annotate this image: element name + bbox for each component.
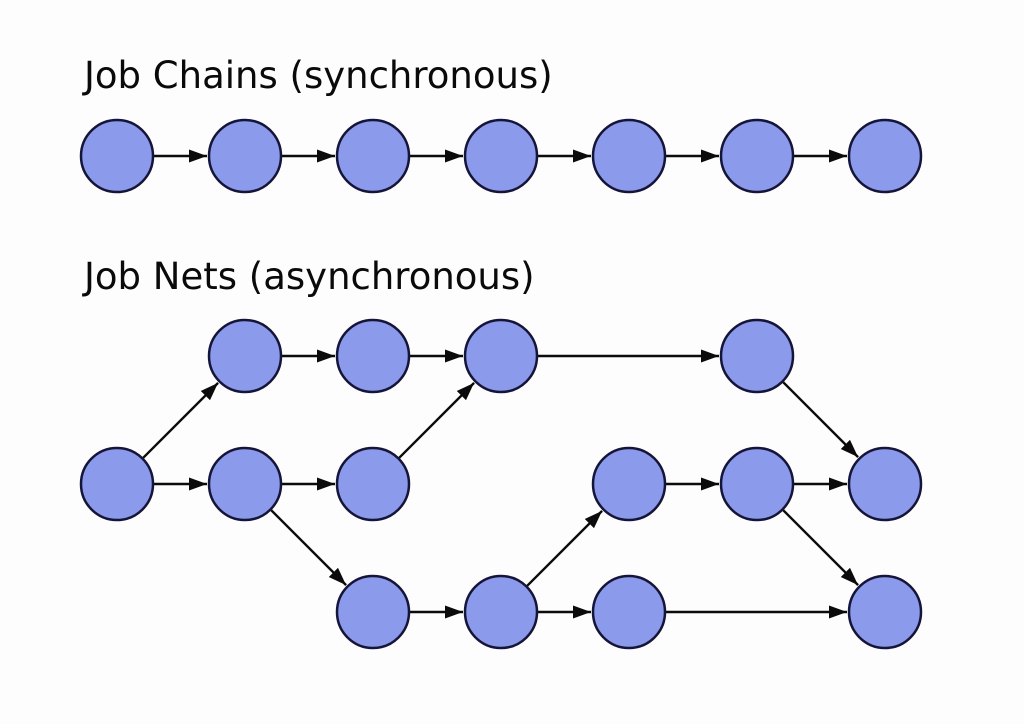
dependency-arrow-b4-n4	[782, 509, 859, 586]
job-node-chain-c1	[207, 118, 283, 194]
job-node-net-a3	[463, 318, 539, 394]
job-node-chain-c3	[463, 118, 539, 194]
job-node-net-b1	[207, 446, 283, 522]
job-node-net-a2	[335, 318, 411, 394]
job-node-net-b5	[847, 446, 923, 522]
job-node-net-n3	[591, 574, 667, 650]
job-node-net-n1	[335, 574, 411, 650]
job-node-net-n4	[847, 574, 923, 650]
job-node-net-n2	[463, 574, 539, 650]
job-node-net-b4	[719, 446, 795, 522]
job-node-net-b0	[79, 446, 155, 522]
edges-layer	[142, 149, 859, 619]
job-node-chain-c0	[79, 118, 155, 194]
job-node-chain-c4	[591, 118, 667, 194]
chain-title: Job Chains (synchronous)	[84, 54, 553, 97]
job-node-net-b2	[335, 446, 411, 522]
nodes-layer	[79, 118, 923, 650]
dependency-arrow-n2-b3	[526, 510, 603, 587]
dependency-arrow-a4-b5	[782, 381, 859, 458]
job-node-net-a1	[207, 318, 283, 394]
dependency-arrow-b0-a1	[142, 382, 219, 459]
net-title: Job Nets (asynchronous)	[84, 255, 535, 298]
job-node-chain-c6	[847, 118, 923, 194]
job-node-net-a4	[719, 318, 795, 394]
job-node-chain-c5	[719, 118, 795, 194]
job-node-net-b3	[591, 446, 667, 522]
dependency-arrow-b1-n1	[270, 509, 347, 586]
job-node-chain-c2	[335, 118, 411, 194]
dependency-arrow-b2-a3	[398, 382, 475, 459]
